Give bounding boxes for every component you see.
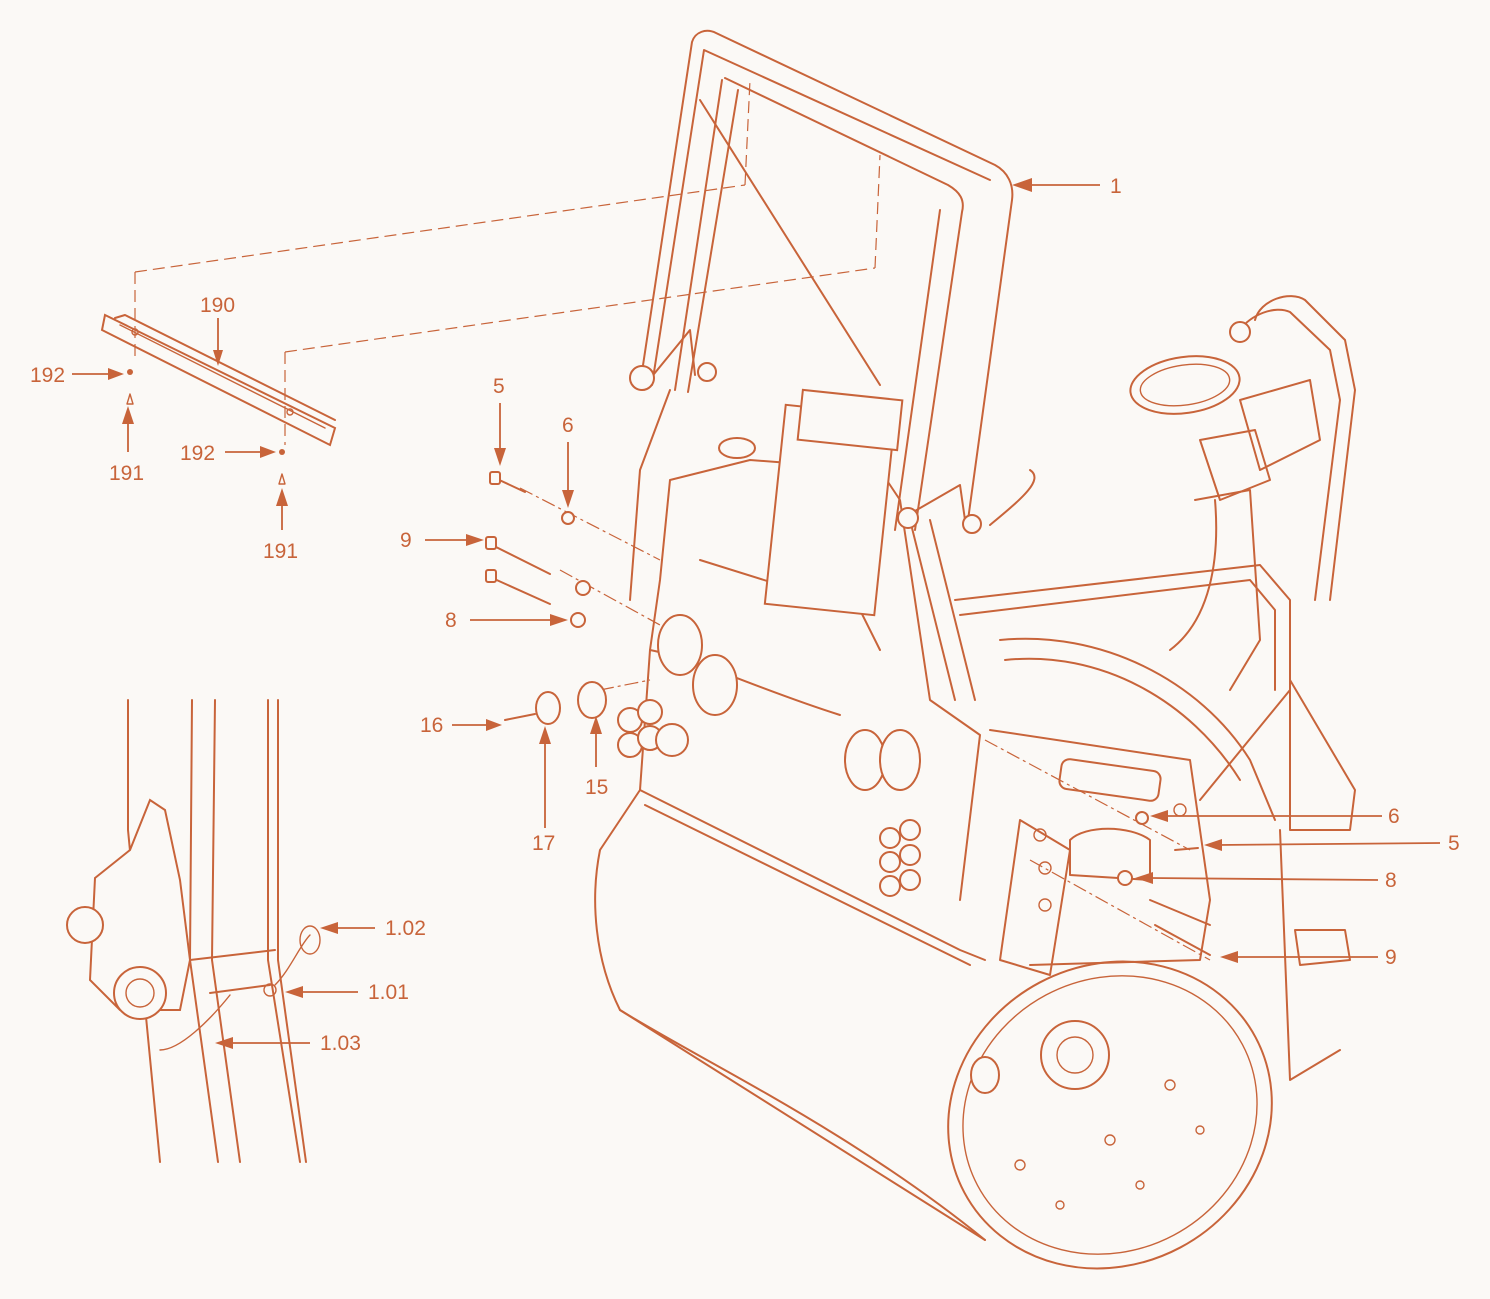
detail-view-lock-pin: [66, 699, 321, 1163]
machine-frame: [617, 388, 1356, 1081]
callout-5-left: 5: [493, 375, 505, 398]
cross-member-190: [100, 313, 337, 447]
callout-9-left: 9: [400, 529, 412, 552]
callout-leaders: [72, 178, 1441, 1049]
callout-1-03: 1.03: [320, 1032, 361, 1055]
callout-17: 17: [532, 832, 555, 855]
rops-frame: [629, 29, 1014, 701]
callout-16: 16: [420, 714, 443, 737]
callout-190: 190: [200, 294, 235, 317]
callout-1-01: 1.01: [368, 981, 409, 1004]
roller-drum: [594, 789, 1273, 1270]
callout-1-02: 1.02: [385, 917, 426, 940]
callout-6-left: 6: [562, 414, 574, 437]
assembly-lines: [134, 79, 1211, 961]
callout-5-right: 5: [1448, 832, 1460, 855]
callout-1: 1: [1110, 175, 1122, 198]
callout-192-lower: 192: [180, 442, 215, 465]
callout-labels: 1 190 192 191 192 191 5 6 9 8 16 17 15 6…: [30, 175, 1460, 1055]
callout-6-right: 6: [1388, 805, 1400, 828]
operator-station: [954, 295, 1356, 821]
callout-191-upper: 191: [109, 462, 144, 485]
hardware-left: [126, 369, 1211, 956]
callout-191-lower: 191: [263, 540, 298, 563]
callout-8-right: 8: [1385, 869, 1397, 892]
callout-9-right: 9: [1385, 946, 1397, 969]
callout-15: 15: [585, 776, 608, 799]
callout-192-upper: 192: [30, 364, 65, 387]
callout-8-left: 8: [445, 609, 457, 632]
